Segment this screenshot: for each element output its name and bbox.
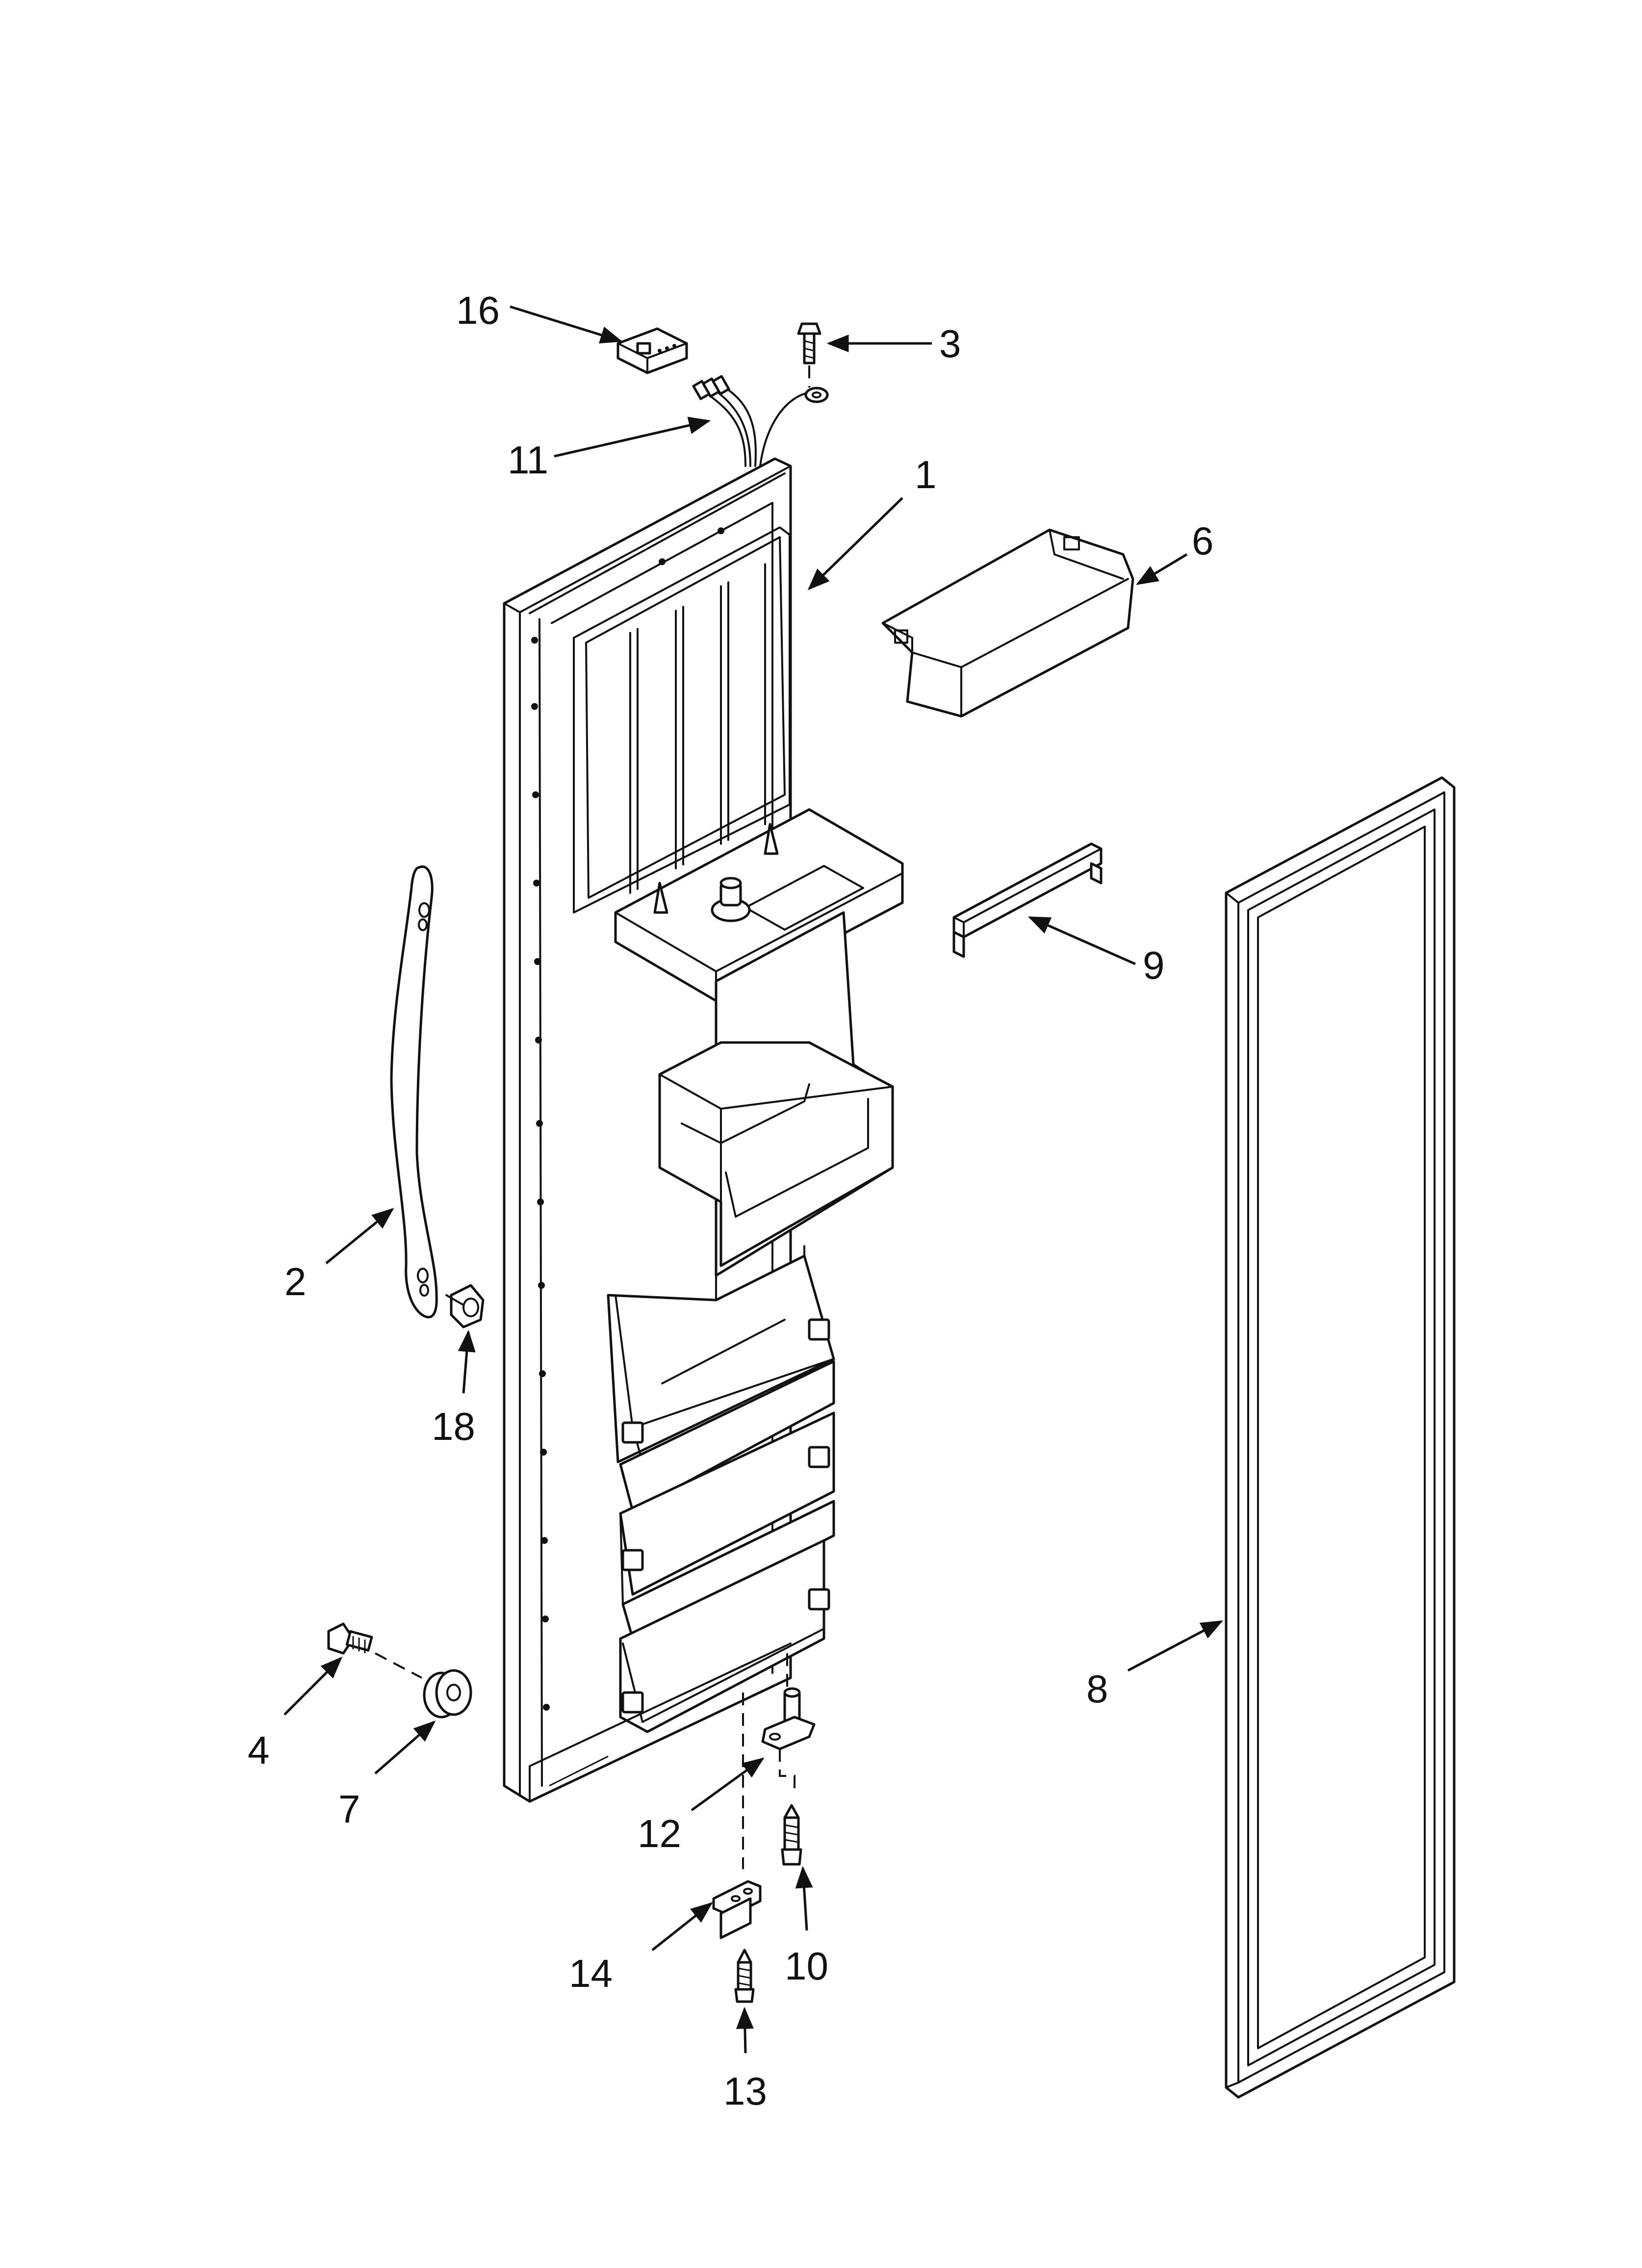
hinge-screw <box>781 1804 802 1866</box>
handle-screw <box>445 1284 485 1329</box>
callout-14: 14 <box>569 1952 613 1995</box>
door-shelf-bar <box>881 528 1134 718</box>
callout-4: 4 <box>248 1728 270 1772</box>
callout-6: 6 <box>1192 519 1214 563</box>
callout-11: 11 <box>508 438 548 482</box>
trim-strip <box>952 842 1103 958</box>
callout-10: 10 <box>785 1944 828 1988</box>
callout-7: 7 <box>338 1787 360 1831</box>
callout-9: 9 <box>1143 943 1165 987</box>
leader-lines <box>283 305 1223 2054</box>
hinge-pin <box>761 1653 816 1796</box>
hinge-bracket <box>712 1880 762 1939</box>
door-gasket <box>1225 776 1456 2099</box>
door-handle <box>390 865 438 1319</box>
callout-3: 3 <box>939 322 961 365</box>
callout-16: 16 <box>456 288 500 332</box>
callout-13: 13 <box>723 2069 767 2113</box>
callout-2: 2 <box>284 1260 307 1303</box>
door-bushing <box>423 1669 472 1719</box>
callout-labels: 1 2 3 4 6 7 8 9 10 11 12 13 14 16 18 <box>248 288 1214 2113</box>
wire-harness <box>692 375 829 467</box>
callout-12: 12 <box>638 1812 681 1855</box>
door-bins <box>607 1254 835 1733</box>
shoulder-bolt <box>327 1622 422 1679</box>
callout-1: 1 <box>915 453 937 496</box>
panel-ribs <box>629 559 773 894</box>
bracket-screw <box>734 1949 755 2003</box>
wire-connector <box>616 327 688 374</box>
frame-screw-holes <box>531 527 724 1711</box>
door-panel <box>503 457 904 1803</box>
callout-8: 8 <box>1086 1667 1108 1711</box>
ground-screw <box>797 322 821 388</box>
callout-18: 18 <box>432 1405 475 1448</box>
